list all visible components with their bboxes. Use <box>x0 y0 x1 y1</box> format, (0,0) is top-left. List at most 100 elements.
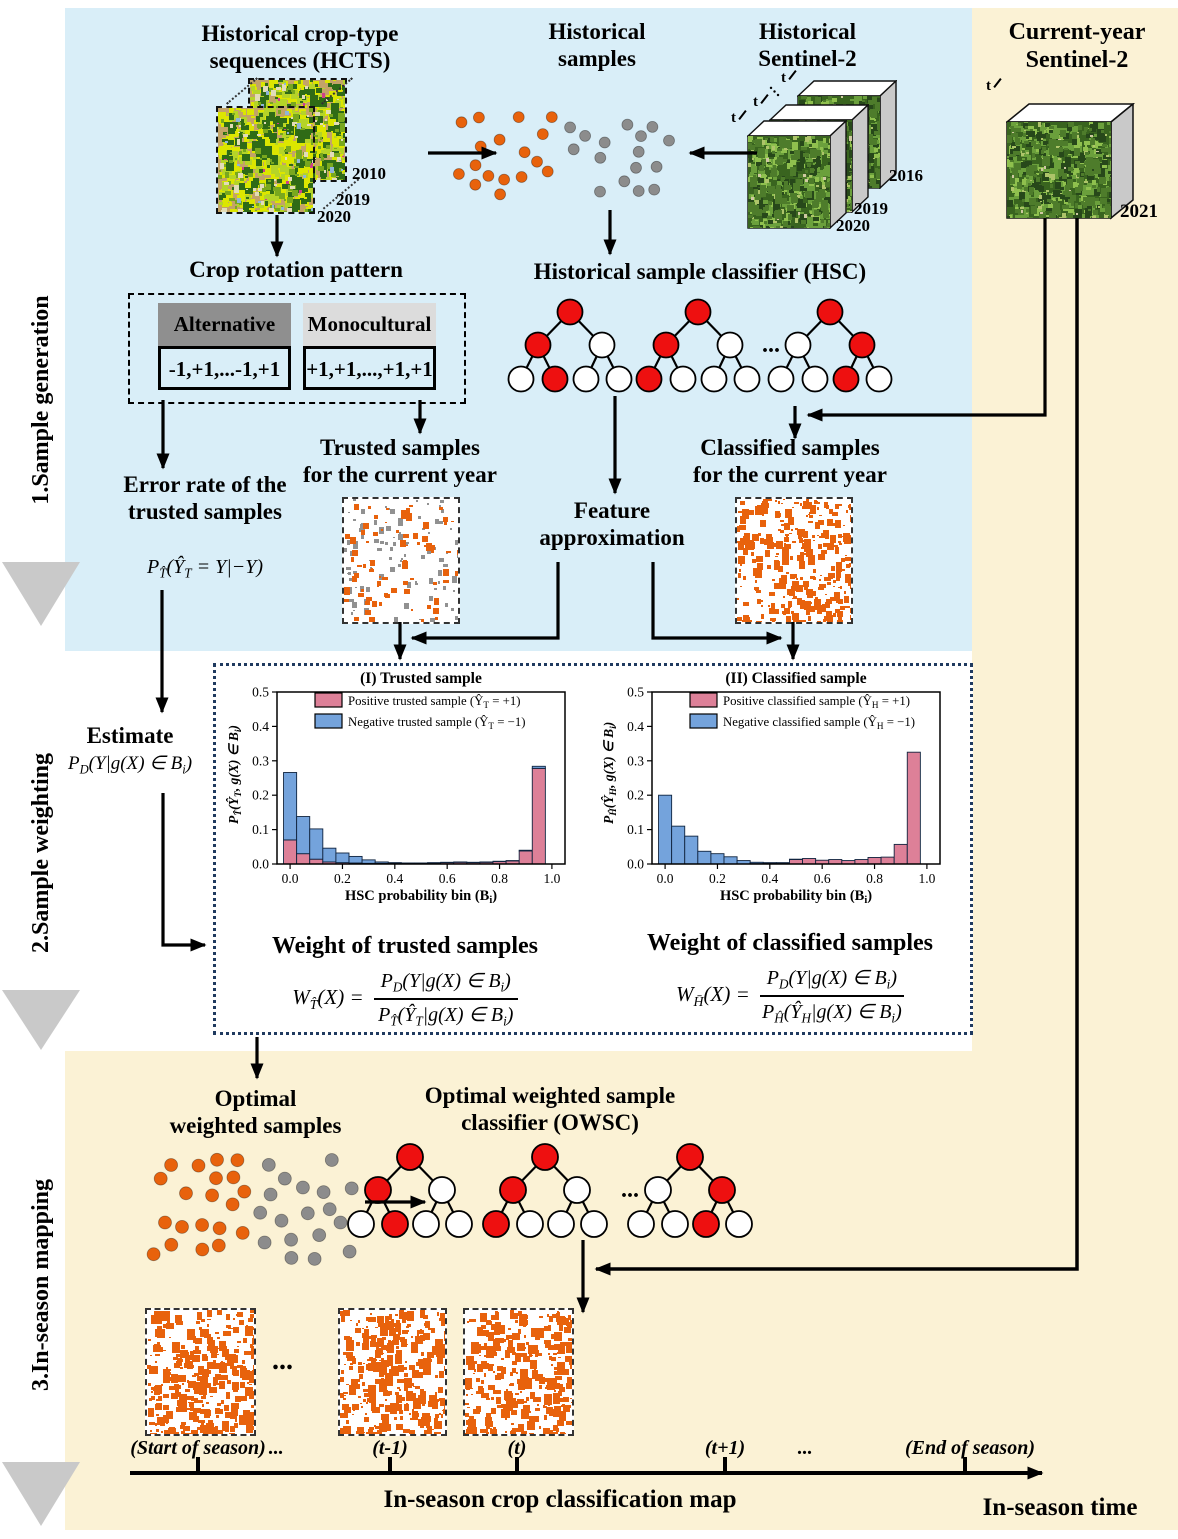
label-t-plus-1: (t+1) <box>704 1437 746 1459</box>
tree-node <box>725 1210 753 1238</box>
sample-dot <box>237 1184 252 1199</box>
alternative-value: -1,+1,...-1,+1 <box>158 346 291 390</box>
svg-text:0.4: 0.4 <box>627 719 644 734</box>
sample-dot <box>545 111 558 124</box>
sample-dot <box>205 1188 219 1203</box>
bar <box>518 849 533 852</box>
error-rate-formula: PT̂(ŶT = Y|−Y) <box>146 556 264 581</box>
sample-dot <box>158 1215 172 1230</box>
sample-dot <box>191 1158 206 1173</box>
bar <box>906 751 921 865</box>
historical-samples-title: Historical samples <box>548 19 646 71</box>
decision-tree <box>767 298 893 393</box>
crop-rotation-box <box>128 293 466 404</box>
error-rate-title: Error rate of the trusted samples <box>123 472 287 524</box>
trusted-samples-map <box>342 497 460 624</box>
svg-text:0.6: 0.6 <box>814 871 831 886</box>
tree-node <box>347 1210 375 1238</box>
tree-node <box>516 1210 544 1238</box>
tree-node <box>684 298 712 326</box>
tree-node <box>580 1210 608 1238</box>
bar <box>880 856 895 865</box>
svg-text:0.8: 0.8 <box>491 871 508 886</box>
t-label: t <box>753 94 770 111</box>
bar <box>710 853 725 865</box>
sample-dot <box>284 1251 299 1265</box>
sample-dot <box>536 128 549 141</box>
tree-node <box>716 331 744 359</box>
bar <box>335 852 350 864</box>
chart-title: (II) Classified sample <box>725 670 866 687</box>
sample-dot <box>630 161 642 174</box>
owsc-title: Optimal weighted sample classifier (OWSC… <box>424 1083 676 1135</box>
sample-dot <box>230 1153 245 1168</box>
sample-dot <box>632 185 645 197</box>
sample-dot <box>164 1237 179 1252</box>
sample-dot <box>518 146 531 159</box>
step1-arrow-head <box>2 562 80 626</box>
t-label: t <box>731 110 748 127</box>
bar <box>684 835 699 865</box>
tree-node <box>381 1210 409 1238</box>
inseason-map-t <box>463 1308 574 1436</box>
sample-dot <box>621 118 634 131</box>
sample-dot <box>498 173 510 186</box>
legend-swatch <box>689 692 718 708</box>
tree-node <box>605 365 633 393</box>
tree-node <box>676 1143 704 1171</box>
tree-node <box>412 1210 440 1238</box>
sample-dot <box>263 1187 278 1202</box>
tree-node <box>547 1210 575 1238</box>
crop-rotation-title: Crop rotation pattern <box>189 257 403 282</box>
svg-text:0.4: 0.4 <box>252 719 269 734</box>
sample-dot <box>452 168 465 180</box>
s2-year-2020: 2020 <box>836 216 870 235</box>
sample-dot <box>316 1185 331 1199</box>
tree-node <box>767 365 795 393</box>
sample-dot <box>472 111 485 124</box>
tree-node <box>364 1176 392 1204</box>
sample-dot <box>342 1244 357 1259</box>
bar <box>322 847 337 863</box>
sample-dot <box>312 1228 327 1242</box>
sample-dot <box>598 136 611 149</box>
tree-node <box>784 331 812 359</box>
tree-node <box>832 365 860 393</box>
trusted-samples-title: Trusted samples for the current year <box>303 435 497 487</box>
svg-text:0.0: 0.0 <box>252 857 269 872</box>
svg-text:0.4: 0.4 <box>386 871 403 886</box>
svg-text:0.1: 0.1 <box>627 822 644 837</box>
sample-dot <box>211 1238 226 1253</box>
legend-label: Positive classified sample (ŶH = +1) <box>723 694 910 710</box>
axis-caption: In-season crop classification map <box>383 1486 737 1513</box>
tree-node <box>482 1210 510 1238</box>
tree-node <box>531 1143 559 1171</box>
sample-dot <box>195 1242 210 1257</box>
svg-text:0.2: 0.2 <box>252 788 269 803</box>
tree-node <box>692 1210 720 1238</box>
monocultural-header: Monocultural <box>303 303 436 346</box>
weight-trusted-title: Weight of trusted samples <box>272 933 538 959</box>
bar <box>296 853 311 865</box>
bar <box>723 856 738 865</box>
sample-dot <box>650 160 663 173</box>
bar <box>283 772 298 841</box>
sample-dot <box>195 1218 209 1232</box>
tree-node <box>801 365 829 393</box>
legend-label: Negative trusted sample (ŶT = −1) <box>348 715 526 731</box>
decision-tree <box>635 298 761 393</box>
sample-dot <box>648 183 661 196</box>
tree-node <box>563 1176 591 1204</box>
bar <box>309 828 324 860</box>
bar <box>283 839 298 865</box>
tree-node <box>556 298 584 326</box>
svg-text:1.0: 1.0 <box>543 871 560 886</box>
hsc-trees: ... <box>507 298 893 393</box>
historical-s2-title: Historical Sentinel-2 <box>758 19 857 71</box>
timeline-ellipsis: ... <box>268 1437 283 1459</box>
bar <box>658 794 673 865</box>
bar <box>374 861 389 864</box>
label-t-minus-1: (t-1) <box>372 1437 408 1459</box>
sample-dot <box>210 1152 224 1167</box>
